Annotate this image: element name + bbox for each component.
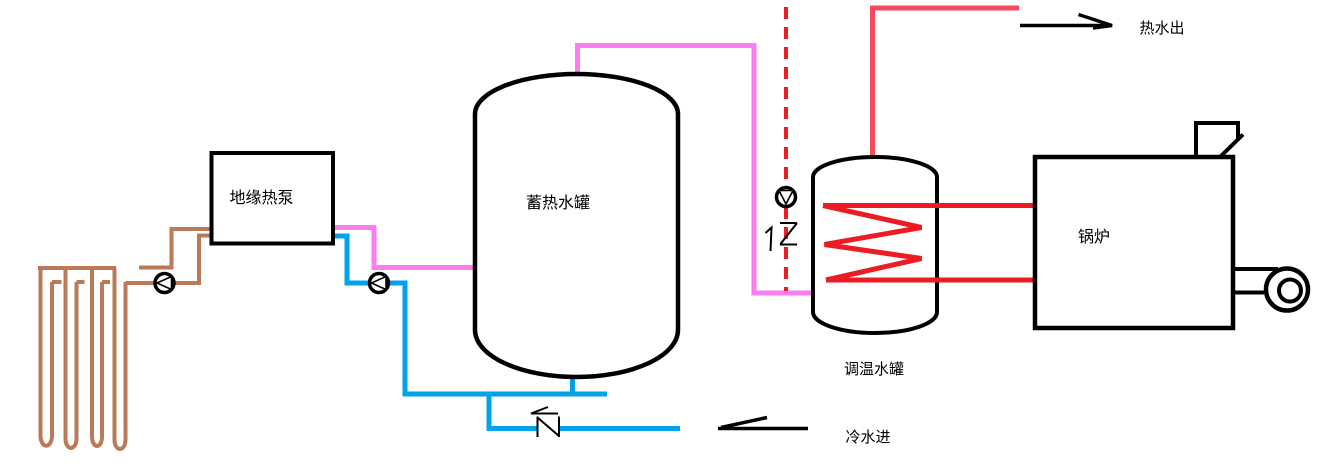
- boiler-burner-fan-icon: [1233, 266, 1311, 313]
- ground-loop-u-tube-3: [90, 268, 104, 448]
- hot-water-out-pipe: [870, 5, 1019, 158]
- boiler-label: 锅炉: [1078, 228, 1110, 246]
- cold-water-in-annotation: 冷水进: [718, 415, 891, 446]
- ground-loop-u-tube-2: [63, 268, 79, 450]
- pink-pipe-heatpump-to-tank: [333, 225, 476, 270]
- pink-pipe-tank-to-tempering: [575, 43, 814, 296]
- burner-fan-inner: [1277, 277, 1303, 304]
- balancing-valve-icon: [764, 222, 798, 252]
- heat-pump-unit: 地缘热泵: [209, 151, 335, 246]
- check-valve-flap: [536, 416, 560, 437]
- hot-water-out-annotation: 热水出: [1020, 12, 1185, 37]
- pump-icon-cold-line: [367, 271, 391, 295]
- blue-pipe-inlet-left: [486, 394, 537, 431]
- boiler-unit: 锅炉: [1032, 121, 1311, 331]
- pump-impeller: [777, 189, 795, 206]
- ground-loop-pipes: [38, 227, 211, 451]
- cold-water-in-label: 冷水进: [845, 429, 890, 446]
- pump-impeller: [369, 275, 387, 291]
- ground-loop-supply-pipe: [139, 227, 211, 270]
- tempering-tank: [811, 155, 939, 335]
- storage-tank: 蓄热水罐: [472, 71, 681, 380]
- flow-direction-arrow: [530, 406, 558, 415]
- heat-pump-box: [209, 151, 335, 246]
- cold-water-in-arrow: [718, 415, 808, 431]
- blue-pipe-heatpump-down: [333, 233, 408, 396]
- check-valve-icon: [530, 406, 560, 437]
- boiler-chimney-flap: [1218, 133, 1245, 159]
- pump-icon-ground-loop: [153, 271, 176, 295]
- pump-impeller: [155, 275, 173, 291]
- pump-icon-control-line: [774, 185, 798, 209]
- ground-loop-u-tube-1: [38, 268, 54, 448]
- tempering-tank-body: [811, 155, 939, 335]
- boiler-coil-pipes: [822, 203, 1037, 283]
- heat-pump-supply-pipes: [333, 43, 814, 296]
- hot-water-out-label: 热水出: [1139, 20, 1184, 37]
- storage-tank-body: [472, 71, 681, 380]
- tempering-tank-label: 调温水罐: [844, 361, 904, 378]
- coil-zigzag: [822, 203, 923, 283]
- ground-loop-u-tube-4: [112, 268, 128, 451]
- boiler-chimney: [1194, 121, 1240, 157]
- valve-z-diagonal: [779, 222, 798, 245]
- storage-tank-label: 蓄热水罐: [526, 194, 590, 212]
- heat-pump-label: 地缘热泵: [229, 189, 293, 207]
- hot-water-out-arrow: [1020, 12, 1113, 30]
- valve-check-stroke: [764, 225, 773, 252]
- boiler-box: [1032, 154, 1236, 331]
